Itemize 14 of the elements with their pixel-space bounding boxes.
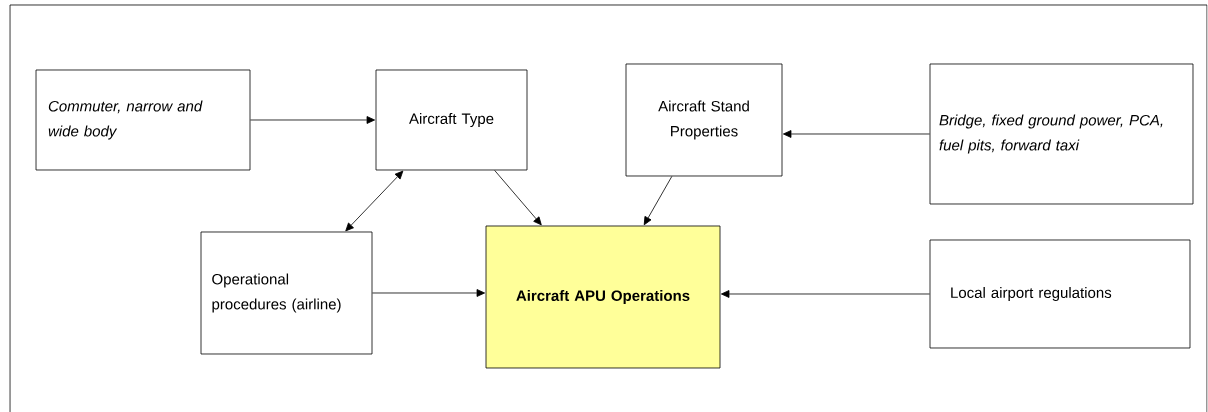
- arrow: [643, 176, 673, 226]
- arrow: [345, 170, 404, 232]
- note-box: Bridge, fixed ground power, PCA, fuel pits, forward taxi: [929, 63, 1194, 205]
- note-box: Commuter, narrow and wide body: [35, 69, 251, 171]
- central-box: Aircraft APU Operations: [485, 225, 721, 369]
- process-box: Local airport regulations: [929, 239, 1191, 349]
- arrow: [494, 170, 542, 226]
- process-box: Aircraft Stand Properties: [625, 63, 783, 177]
- process-box: Operational procedures (airline): [200, 231, 373, 355]
- arrow: [721, 290, 930, 298]
- arrow: [250, 116, 376, 124]
- arrow: [372, 289, 486, 297]
- arrow: [783, 130, 930, 138]
- process-box: Aircraft Type: [375, 69, 528, 171]
